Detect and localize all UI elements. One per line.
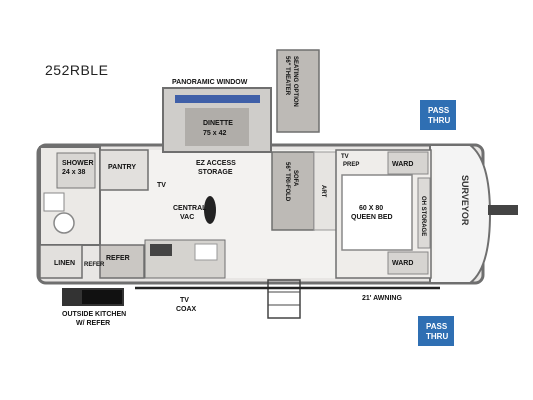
label-awning: 21' AWNING [362,295,402,302]
queen-bed [341,174,413,251]
bath-sink [43,192,65,212]
label-dinette-2: 75 x 42 [203,130,226,137]
label-central-vac-2: VAC [180,214,194,221]
label-queen-bed-1: 60 X 80 [359,205,383,212]
label-dinette-1: DINETTE [203,120,233,127]
label-tv-prep-2: PREP [343,162,359,168]
label-pass-thru-top-1: PASS [428,106,450,115]
label-ez-access-2: STORAGE [198,169,233,176]
label-queen-bed-2: QUEEN BED [351,214,393,221]
label-tv-coax-2: COAX [176,306,197,313]
wardrobe-top [387,151,429,175]
theater-seating [276,49,320,133]
label-refer: REFER [106,255,130,262]
label-refer-small: REFER [84,262,105,268]
label-shower-1: SHOWER [62,160,94,167]
label-pass-thru-top-2: THRU [428,116,450,125]
label-tv-prep-1: TV [341,154,349,160]
front-cap [429,144,492,284]
toilet [53,212,75,234]
label-theater-seating-1: 56" THEATER [284,56,290,96]
label-pass-thru-bottom-2: THRU [426,332,448,341]
linen-closet [39,244,83,279]
label-trifold-sofa-1: 56" TRI-FOLD [284,162,290,202]
central-vac-icon [204,196,216,224]
label-art: ART [320,185,326,198]
brand-logo: SURVEYOR [460,175,470,226]
label-ward-top: WARD [392,161,413,168]
label-pass-thru-bottom-1: PASS [426,322,448,331]
pass-thru-badge-top [420,100,456,130]
label-oh-storage: OH STORAGE [420,196,426,236]
label-tv-coax-1: TV [180,297,189,304]
pass-thru-badge-bottom [418,316,454,346]
hitch [488,205,518,215]
outside-refer [82,290,122,304]
label-trifold-sofa-2: SOFA [292,170,298,187]
trifold-sofa [271,151,315,231]
refrigerator [99,244,145,279]
wardrobe-bottom [387,251,429,275]
stove [150,244,172,256]
entry-steps [267,279,301,319]
label-ward-bottom: WARD [392,260,413,267]
label-ez-access-1: EZ ACCESS [196,160,236,167]
model-number: 252RBLE [45,62,109,78]
label-pantry: PANTRY [108,164,136,171]
dinette-table [185,108,249,146]
label-panoramic-window: PANORAMIC WINDOW [172,79,248,86]
label-central-vac-1: CENTRAL [173,205,207,212]
label-outside-kitchen-2: W/ REFER [76,320,110,327]
shower [56,152,96,189]
label-linen: LINEN [54,260,75,267]
overhead-storage [417,177,431,249]
pantry [99,149,149,191]
label-tv: TV [157,182,166,189]
panoramic-window [175,95,260,103]
kitchen-sink [194,243,218,261]
label-shower-2: 24 x 38 [62,169,85,176]
label-outside-kitchen-1: OUTSIDE KITCHEN [62,311,126,318]
label-theater-seating-2: SEATING OPTION [292,56,298,107]
